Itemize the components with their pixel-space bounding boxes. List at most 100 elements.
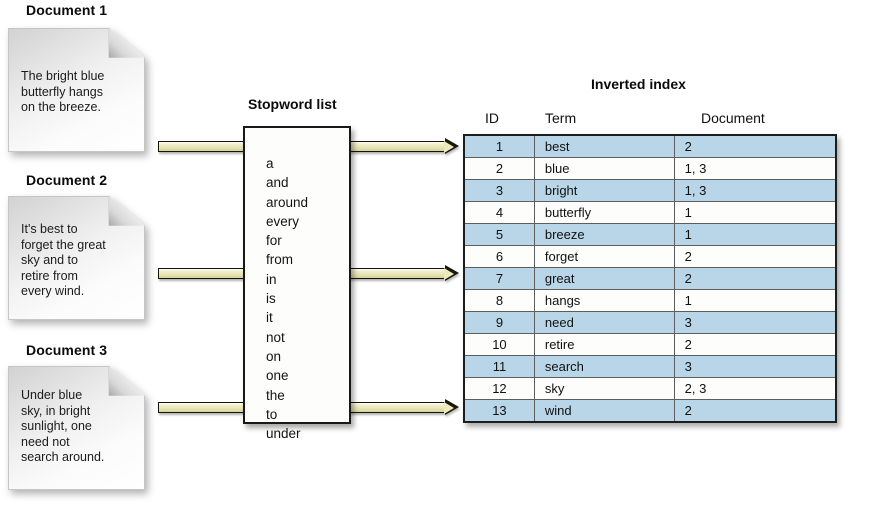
cell-term: wind — [533, 399, 675, 423]
cell-id: 2 — [463, 157, 535, 180]
cell-term: need — [533, 311, 675, 334]
cell-document: 1 — [673, 223, 837, 246]
cell-document: 2, 3 — [673, 377, 837, 400]
stopword-item: it — [266, 310, 273, 326]
cell-id: 6 — [463, 245, 535, 268]
cell-id: 3 — [463, 179, 535, 202]
cell-term: search — [533, 355, 675, 378]
inverted-index-title: Inverted index — [591, 76, 686, 92]
arrow-doc1-to-stopwords — [158, 138, 246, 155]
cell-document: 1, 3 — [673, 179, 837, 202]
stopword-item: is — [266, 291, 276, 307]
cell-document: 2 — [673, 134, 837, 158]
arrow-shaft — [349, 402, 445, 413]
document-2-title: Document 2 — [26, 172, 108, 188]
stopword-item: under — [266, 426, 301, 442]
cell-document: 3 — [673, 355, 837, 378]
cell-term: forget — [533, 245, 675, 268]
document-1-title: Document 1 — [26, 2, 108, 18]
stopword-item: around — [266, 194, 309, 210]
document-2-text: It's best to forget the great sky and to… — [21, 222, 106, 298]
cell-document: 1 — [673, 289, 837, 312]
cell-id: 7 — [463, 267, 535, 290]
cell-document: 2 — [673, 267, 837, 290]
stopword-list-title: Stopword list — [248, 96, 337, 112]
document-3-title: Document 3 — [26, 342, 108, 358]
document-2-icon: It's best to forget the great sky and to… — [8, 196, 145, 320]
arrowhead-fill — [444, 267, 454, 280]
cell-id: 5 — [463, 223, 535, 246]
arrow-stopwords-to-index-3 — [349, 399, 459, 416]
cell-id: 13 — [463, 399, 535, 423]
cell-document: 2 — [673, 399, 837, 423]
column-header-term: Term — [545, 110, 577, 126]
cell-document: 2 — [673, 333, 837, 356]
cell-id: 12 — [463, 377, 535, 400]
arrow-shaft — [158, 268, 246, 279]
cell-id: 4 — [463, 201, 535, 224]
inverted-index-column-headers: ID Term Document — [463, 110, 837, 132]
stopword-list-box: a and around every for from in is it not… — [243, 126, 351, 441]
cell-term: best — [533, 134, 675, 158]
stopword-item: one — [266, 368, 289, 384]
document-3-icon: Under blue sky, in bright sunlight, one … — [8, 366, 145, 490]
document-1-text: The bright blue butterfly hangs on the b… — [21, 69, 105, 114]
arrow-stopwords-to-index-1 — [349, 138, 459, 155]
cell-term: sky — [533, 377, 675, 400]
cell-term: butterfly — [533, 201, 675, 224]
cell-document: 3 — [673, 311, 837, 334]
arrow-shaft — [158, 141, 246, 152]
cell-document: 1 — [673, 201, 837, 224]
column-header-document: Document — [701, 110, 765, 126]
document-3-text: Under blue sky, in bright sunlight, one … — [21, 388, 105, 464]
arrow-shaft — [349, 268, 445, 279]
cell-term: great — [533, 267, 675, 290]
stopword-item: not — [266, 329, 285, 345]
stopword-item: a — [266, 156, 274, 171]
stopword-item: in — [266, 271, 277, 287]
arrow-shaft — [349, 141, 445, 152]
stopword-item: from — [266, 252, 293, 268]
cell-term: blue — [533, 157, 675, 180]
cell-id: 11 — [463, 355, 535, 378]
cell-term: retire — [533, 333, 675, 356]
cell-id: 8 — [463, 289, 535, 312]
stopword-item: to — [266, 406, 278, 422]
arrow-stopwords-to-index-2 — [349, 265, 459, 282]
stopword-item: for — [266, 233, 282, 249]
cell-id: 1 — [463, 134, 535, 158]
stopword-item: every — [266, 213, 300, 229]
cell-document: 2 — [673, 245, 837, 268]
stopword-item: the — [266, 387, 285, 403]
column-header-id: ID — [485, 110, 499, 126]
cell-term: breeze — [533, 223, 675, 246]
stopword-item: and — [266, 175, 289, 191]
arrow-doc2-to-stopwords — [158, 265, 246, 282]
arrowhead-fill — [444, 401, 454, 414]
cell-term: bright — [533, 179, 675, 202]
cell-term: hangs — [533, 289, 675, 312]
cell-document: 1, 3 — [673, 157, 837, 180]
stopword-item: on — [266, 348, 282, 364]
cell-id: 9 — [463, 311, 535, 334]
arrow-shaft — [158, 402, 246, 413]
document-1-icon: The bright blue butterfly hangs on the b… — [8, 28, 145, 152]
arrow-doc3-to-stopwords — [158, 399, 246, 416]
cell-id: 10 — [463, 333, 535, 356]
stopword-list-items: a and around every for from in is it not… — [266, 154, 308, 443]
